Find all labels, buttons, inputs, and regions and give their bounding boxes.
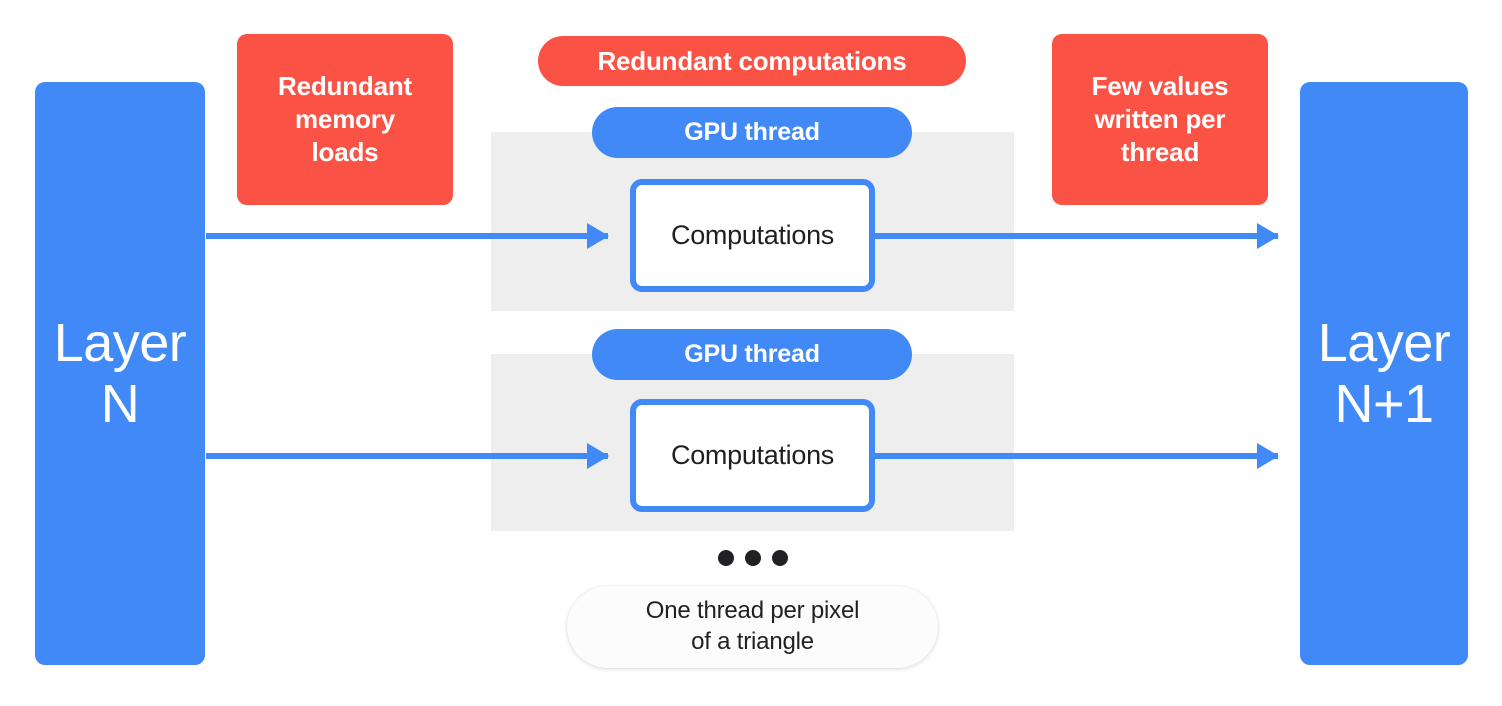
gpu-thread-pill-2: GPU thread — [592, 329, 912, 380]
arrow-layer-n-to-thread-2 — [206, 453, 608, 459]
annotation-redundant-memory-loads: Redundant memory loads — [237, 34, 453, 205]
ellipsis-dots — [718, 549, 788, 567]
ellipsis-dot-3 — [772, 550, 788, 566]
layer-n-plus-1-block: Layer N+1 — [1300, 82, 1468, 665]
computations-box-1: Computations — [630, 179, 875, 292]
annotation-redundant-computations-label: Redundant computations — [597, 45, 907, 76]
ellipsis-dot-2 — [745, 550, 761, 566]
gpu-thread-pill-1-label: GPU thread — [684, 118, 820, 146]
caption-one-thread-per-pixel: One thread per pixel of a triangle — [567, 586, 938, 668]
annotation-redundant-computations: Redundant computations — [538, 36, 966, 86]
layer-n-label: Layer N — [53, 313, 187, 434]
computations-box-2-label: Computations — [671, 440, 834, 470]
arrow-thread-2-to-layer-n-plus-1 — [875, 453, 1278, 459]
gpu-thread-pill-2-label: GPU thread — [684, 340, 820, 368]
computations-box-1-label: Computations — [671, 220, 834, 250]
annotation-redundant-memory-loads-label: Redundant memory loads — [278, 70, 412, 168]
layer-n-plus-1-label: Layer N+1 — [1317, 313, 1451, 434]
gpu-thread-pill-1: GPU thread — [592, 107, 912, 158]
layer-n-block: Layer N — [35, 82, 205, 665]
annotation-few-values-written-label: Few values written per thread — [1091, 70, 1229, 168]
computations-box-2: Computations — [630, 399, 875, 512]
annotation-few-values-written: Few values written per thread — [1052, 34, 1268, 205]
arrow-thread-1-to-layer-n-plus-1 — [875, 233, 1278, 239]
ellipsis-dot-1 — [718, 550, 734, 566]
arrow-layer-n-to-thread-1 — [206, 233, 608, 239]
caption-one-thread-per-pixel-label: One thread per pixel of a triangle — [645, 597, 860, 655]
